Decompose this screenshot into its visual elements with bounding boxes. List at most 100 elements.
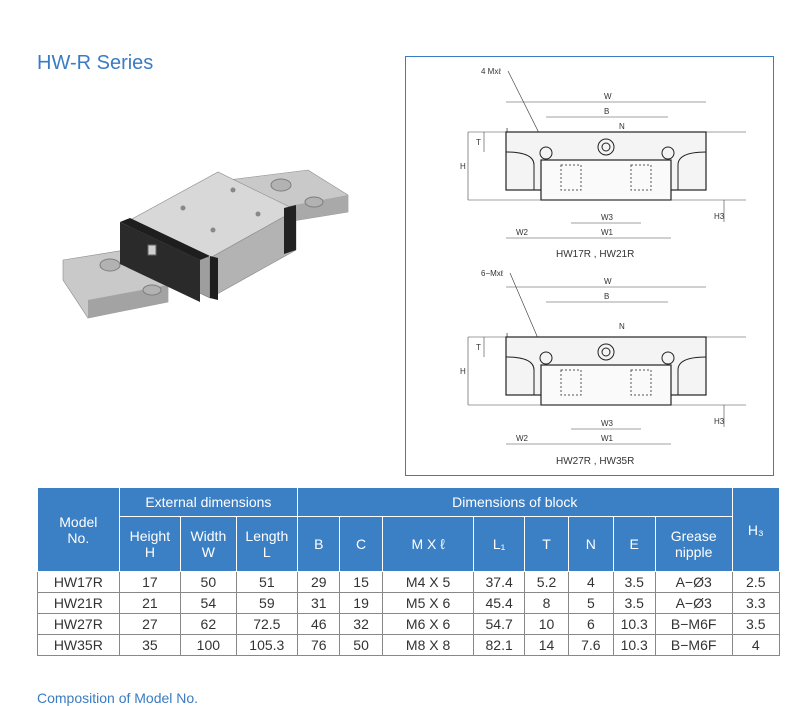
caption-top: HW17R , HW21R (556, 249, 634, 260)
header-b: B (297, 516, 341, 572)
cell-h3: 3.3 (731, 592, 780, 614)
cell-w: 50 (180, 571, 237, 593)
label-t-bottom: T (476, 343, 481, 352)
cell-mxl: M8 X 8 (381, 634, 475, 656)
label-t-top: T (476, 138, 481, 147)
cell-t: 10 (523, 613, 570, 635)
label-w3-bottom: W3 (601, 419, 614, 428)
header-model-no: Model No. (37, 487, 120, 572)
label-h-bottom: H (460, 367, 466, 376)
header-mxl: M X ℓ (381, 516, 475, 572)
header-n: N (568, 516, 614, 572)
cell-b: 29 (297, 571, 341, 593)
cell-mxl: M5 X 6 (381, 592, 475, 614)
cell-l1: 82.1 (473, 634, 525, 656)
cell-l1: 54.7 (473, 613, 525, 635)
technical-drawing-panel: 4 Mxℓ W B N L₁ H (405, 56, 774, 476)
label-b-bottom: B (604, 292, 609, 301)
label-b-top: B (604, 107, 609, 116)
label-w1-top: W1 (601, 228, 614, 237)
cell-model: HW21R (37, 592, 120, 614)
cell-c: 32 (339, 613, 383, 635)
header-e: E (612, 516, 656, 572)
cell-h: 17 (118, 571, 182, 593)
cell-e: 10.3 (612, 613, 656, 635)
cell-w: 100 (180, 634, 237, 656)
cell-h: 35 (118, 634, 182, 656)
cell-mxl: M6 X 6 (381, 613, 475, 635)
cell-t: 14 (523, 634, 570, 656)
cell-model: HW17R (37, 571, 120, 593)
drawing-hw27r-hw35r: 6−Mxℓ W B N L₁ H T W3 W1 (460, 269, 746, 467)
cell-l1: 45.4 (473, 592, 525, 614)
cell-w: 62 (180, 613, 237, 635)
spec-table: Model No. External dimensions Dimensions… (37, 487, 780, 656)
label-h3-bottom: H3 (714, 417, 725, 426)
cell-h: 21 (118, 592, 182, 614)
cell-n: 7.6 (568, 634, 614, 656)
cell-grease: A−Ø3 (654, 571, 733, 593)
callout-top: 4 Mxℓ (481, 67, 501, 76)
footer-heading: Composition of Model No. (37, 690, 199, 706)
cell-b: 76 (297, 634, 341, 656)
cell-grease: A−Ø3 (654, 592, 733, 614)
label-w3-top: W3 (601, 213, 614, 222)
drawing-hw17r-hw21r: 4 Mxℓ W B N L₁ H (460, 67, 746, 260)
cell-n: 6 (568, 613, 614, 635)
cell-w: 54 (180, 592, 237, 614)
header-l1: L₁ (473, 516, 525, 572)
header-block-dimensions: Dimensions of block (297, 487, 733, 517)
header-h3: H₃ (731, 487, 780, 572)
header-width: Width W (180, 516, 237, 572)
cell-h: 27 (118, 613, 182, 635)
cell-l: 72.5 (235, 613, 299, 635)
cell-model: HW35R (37, 634, 120, 656)
callout-bottom: 6−Mxℓ (481, 269, 504, 278)
caption-bottom: HW27R , HW35R (556, 456, 634, 467)
cell-c: 19 (339, 592, 383, 614)
header-t: T (523, 516, 570, 572)
cell-n: 5 (568, 592, 614, 614)
header-external-dimensions: External dimensions (118, 487, 299, 517)
cell-h3: 2.5 (731, 571, 780, 593)
cell-model: HW27R (37, 613, 120, 635)
cell-h3: 4 (731, 634, 780, 656)
cell-h3: 3.5 (731, 613, 780, 635)
cell-l: 59 (235, 592, 299, 614)
cell-l: 105.3 (235, 634, 299, 656)
cell-n: 4 (568, 571, 614, 593)
header-c: C (339, 516, 383, 572)
label-w1-bottom: W1 (601, 434, 614, 443)
header-grease-nipple: Grease nipple (654, 516, 733, 572)
cell-c: 50 (339, 634, 383, 656)
cell-t: 8 (523, 592, 570, 614)
cell-c: 15 (339, 571, 383, 593)
label-h-top: H (460, 162, 466, 171)
label-n-top: N (619, 122, 625, 131)
header-height: Height H (118, 516, 182, 572)
cell-e: 10.3 (612, 634, 656, 656)
cell-grease: B−M6F (654, 613, 733, 635)
cell-e: 3.5 (612, 571, 656, 593)
label-w-bottom: W (604, 277, 612, 286)
cell-b: 46 (297, 613, 341, 635)
cell-t: 5.2 (523, 571, 570, 593)
product-photo (62, 169, 349, 319)
header-length: Length L (235, 516, 299, 572)
label-w2-top: W2 (516, 228, 529, 237)
cell-l1: 37.4 (473, 571, 525, 593)
cell-b: 31 (297, 592, 341, 614)
cell-l: 51 (235, 571, 299, 593)
cell-grease: B−M6F (654, 634, 733, 656)
label-n-bottom: N (619, 322, 625, 331)
cell-mxl: M4 X 5 (381, 571, 475, 593)
label-w2-bottom: W2 (516, 434, 529, 443)
label-w-top: W (604, 92, 612, 101)
cell-e: 3.5 (612, 592, 656, 614)
page-title: HW-R Series (37, 52, 154, 74)
label-h3-top: H3 (714, 212, 725, 221)
